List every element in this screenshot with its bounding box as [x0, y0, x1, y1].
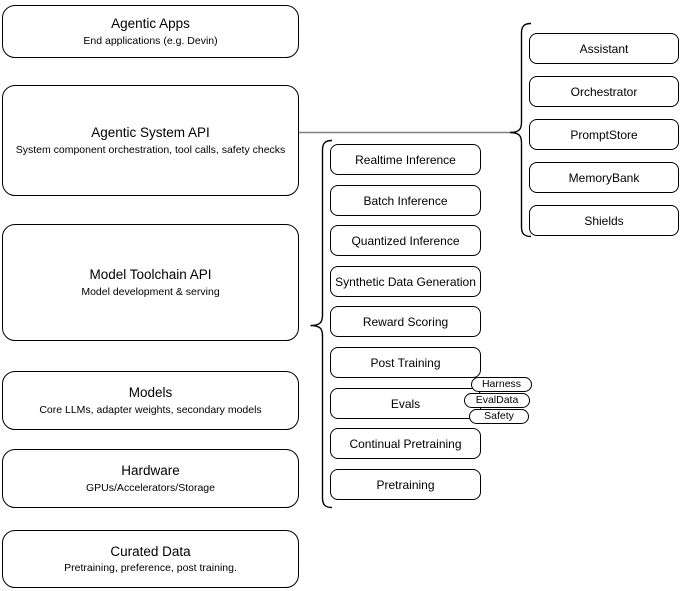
box-agentic-apps-title: Agentic Apps — [111, 16, 190, 31]
node-shields: Shields — [529, 205, 679, 236]
node-reward-scoring: Reward Scoring — [330, 306, 481, 337]
box-hardware: Hardware GPUs/Accelerators/Storage — [2, 449, 299, 508]
node-memorybank: MemoryBank — [529, 162, 679, 193]
node-evals: Evals — [330, 388, 481, 419]
box-agentic-system-api-title: Agentic System API — [91, 125, 210, 140]
box-model-toolchain-api-title: Model Toolchain API — [89, 267, 212, 282]
node-realtime-inference: Realtime Inference — [330, 144, 481, 175]
brace-system-components — [509, 22, 532, 238]
node-batch-inference: Batch Inference — [330, 185, 481, 216]
node-promptstore: PromptStore — [529, 119, 679, 150]
brace-toolchain-services — [310, 139, 333, 509]
box-hardware-title: Hardware — [121, 463, 180, 478]
box-model-toolchain-api-subtitle: Model development & serving — [81, 285, 220, 298]
box-curated-data-title: Curated Data — [110, 543, 191, 559]
box-curated-data-subtitle: Pretraining, preference, post training. — [64, 562, 237, 574]
pill-safety: Safety — [469, 409, 529, 424]
node-continual-pretraining: Continual Pretraining — [330, 428, 481, 459]
box-models: Models Core LLMs, adapter weights, secon… — [2, 371, 299, 430]
node-quantized-inference: Quantized Inference — [330, 225, 481, 256]
pill-harness: Harness — [471, 377, 532, 392]
node-post-training: Post Training — [330, 347, 481, 378]
box-hardware-subtitle: GPUs/Accelerators/Storage — [86, 481, 215, 494]
box-model-toolchain-api: Model Toolchain API Model development & … — [2, 224, 299, 341]
node-assistant: Assistant — [529, 33, 679, 64]
box-models-title: Models — [128, 385, 173, 400]
box-agentic-apps: Agentic Apps End applications (e.g. Devi… — [2, 5, 299, 58]
node-synthetic-data-generation: Synthetic Data Generation — [330, 266, 481, 297]
node-orchestrator: Orchestrator — [529, 76, 679, 107]
box-models-subtitle: Core LLMs, adapter weights, secondary mo… — [39, 403, 262, 416]
pill-evaldata: EvalData — [464, 393, 530, 408]
box-agentic-system-api-subtitle: System component orchestration, tool cal… — [15, 143, 286, 156]
node-pretraining: Pretraining — [330, 469, 481, 500]
box-agentic-system-api: Agentic System API System component orch… — [2, 85, 299, 196]
box-curated-data: Curated Data Pretraining, preference, po… — [2, 530, 299, 588]
box-agentic-apps-subtitle: End applications (e.g. Devin) — [83, 34, 218, 47]
